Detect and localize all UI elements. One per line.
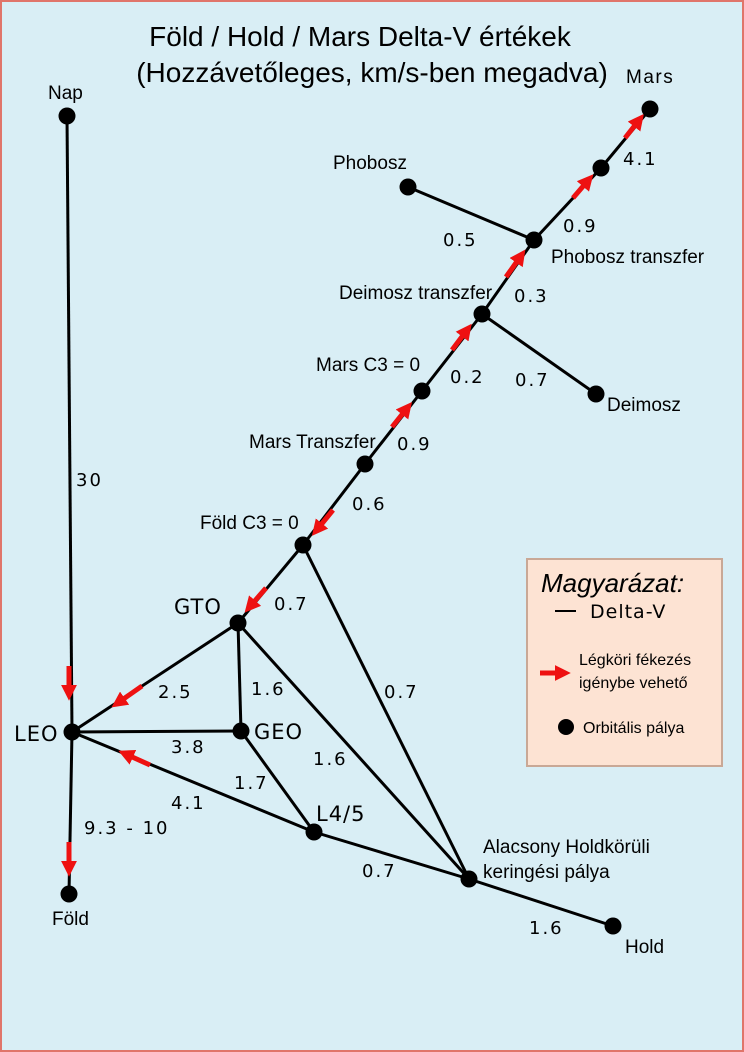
dv-gto-foldc3: 0.7 — [274, 594, 309, 615]
dv-deimtr-photr: 0.3 — [514, 286, 549, 307]
label-phobosz-transzfer: Phobosz transzfer — [551, 247, 705, 268]
label-leo: LEO — [14, 722, 59, 746]
label-phobosz: Phobosz — [333, 153, 407, 174]
arrow-photr-mars — [571, 174, 594, 200]
label-fold: Föld — [52, 909, 89, 930]
dv-marstr-marsc3: 0.9 — [397, 434, 432, 455]
orbit-nodes — [58, 100, 659, 935]
legend-aerobrake-line2: igénybe vehető — [579, 675, 688, 692]
arrow-deimtr-photr — [503, 249, 526, 279]
node-phobosz-transzfer — [525, 231, 543, 249]
label-nap: Nap — [48, 83, 83, 104]
edge-leo-gto — [71, 621, 239, 734]
label-l45: L4/5 — [316, 802, 366, 826]
edge-llo-hold — [468, 877, 614, 928]
dv-deimtr-deim: 0.7 — [515, 370, 550, 391]
node-mars-transzfer — [356, 455, 374, 473]
dv-photr-mars-b: 4.1 — [623, 149, 658, 170]
arrow-marstr-foldc3 — [311, 508, 335, 536]
dv-llo-hold: 1.6 — [529, 918, 564, 939]
node-fold-c3 — [294, 536, 312, 554]
edge-l45-llo — [313, 830, 470, 881]
node-mars-c3 — [413, 382, 431, 400]
node-l45 — [305, 823, 323, 841]
edges — [65, 108, 652, 928]
label-mars-transzfer: Mars Transzfer — [249, 432, 376, 453]
edge-marsc3-deimtr — [420, 313, 484, 392]
edge-gto-llo — [236, 621, 471, 881]
node-llo — [460, 870, 478, 888]
node-leo — [63, 723, 81, 741]
dv-geo-l45: 1.7 — [234, 773, 269, 794]
arrow-marsc3-deimtr — [450, 323, 472, 352]
node-gto — [229, 614, 247, 632]
node-geo — [232, 722, 250, 740]
edge-deimtr-deim — [481, 312, 597, 396]
legend-aerobrake-line1: Légköri fékezés — [579, 652, 691, 669]
dv-nap-leo: 30 — [76, 470, 103, 491]
legend-node-icon — [558, 719, 574, 735]
dv-leo-l45: 4.1 — [171, 793, 206, 814]
title-line-2: (Hozzávetőleges, km/s-ben megadva) — [136, 57, 608, 88]
legend-title: Magyarázat: — [541, 568, 684, 598]
legend-orbit-text: Orbitális pálya — [583, 720, 684, 737]
dv-photr-phob: 0.5 — [443, 230, 478, 251]
node-phobosz — [399, 178, 417, 196]
dv-gto-llo: 1.6 — [313, 749, 348, 770]
label-hold: Hold — [625, 937, 664, 958]
title-line-1: Föld / Hold / Mars Delta-V értékek — [149, 21, 572, 52]
dv-leo-fold: 9.3 - 10 — [84, 818, 169, 839]
label-llo-line2: keringési pálya — [483, 862, 610, 883]
edge-leo-geo — [71, 729, 242, 734]
node-deimosz — [587, 385, 605, 403]
arrow-marstr-marsc3 — [390, 402, 412, 429]
label-deimosz: Deimosz — [607, 395, 681, 416]
aerobrake-arrows — [60, 113, 644, 877]
dv-foldc3-llo: 0.7 — [384, 682, 419, 703]
label-llo-line1: Alacsony Holdkörüli — [483, 837, 650, 858]
legend: Magyarázat: Delta-V Légköri fékezés igén… — [526, 558, 723, 767]
node-mars-approach — [592, 159, 610, 177]
label-geo: GEO — [254, 720, 303, 744]
label-mars-c3: Mars C3 = 0 — [316, 355, 420, 376]
arrow-mars-final — [623, 113, 644, 140]
dv-leo-gto: 2.5 — [158, 682, 193, 703]
dv-foldc3-marstr: 0.6 — [352, 494, 387, 515]
dv-l45-llo: 0.7 — [362, 861, 397, 882]
label-fold-c3: Föld C3 = 0 — [200, 513, 299, 534]
dv-leo-geo: 3.8 — [171, 737, 206, 758]
arrow-foldc3-gto — [244, 586, 268, 613]
edge-geo-l45 — [239, 730, 316, 833]
legend-deltav-text: Delta-V — [590, 601, 666, 623]
edge-leo-l45 — [71, 730, 315, 834]
arrow-gto-leo — [111, 683, 144, 708]
edge-foldc3-llo — [301, 544, 471, 880]
node-hold — [604, 917, 622, 935]
arrow-l45-leo — [118, 750, 152, 768]
node-mars — [641, 100, 659, 118]
dv-photr-mars-a: 0.9 — [563, 216, 598, 237]
label-gto: GTO — [174, 595, 222, 619]
node-fold — [60, 885, 78, 903]
label-mars: Mars — [626, 67, 674, 88]
edge-gto-geo — [236, 622, 243, 732]
edge-nap-leo — [65, 115, 74, 733]
label-deimosz-transzfer: Deimosz transzfer — [339, 283, 493, 304]
dv-gto-geo: 1.6 — [251, 679, 286, 700]
node-nap — [58, 107, 76, 125]
edge-photr-phob — [407, 185, 535, 242]
node-deimosz-transzfer — [473, 305, 491, 323]
dv-marsc3-deimtr: 0.2 — [450, 367, 485, 388]
